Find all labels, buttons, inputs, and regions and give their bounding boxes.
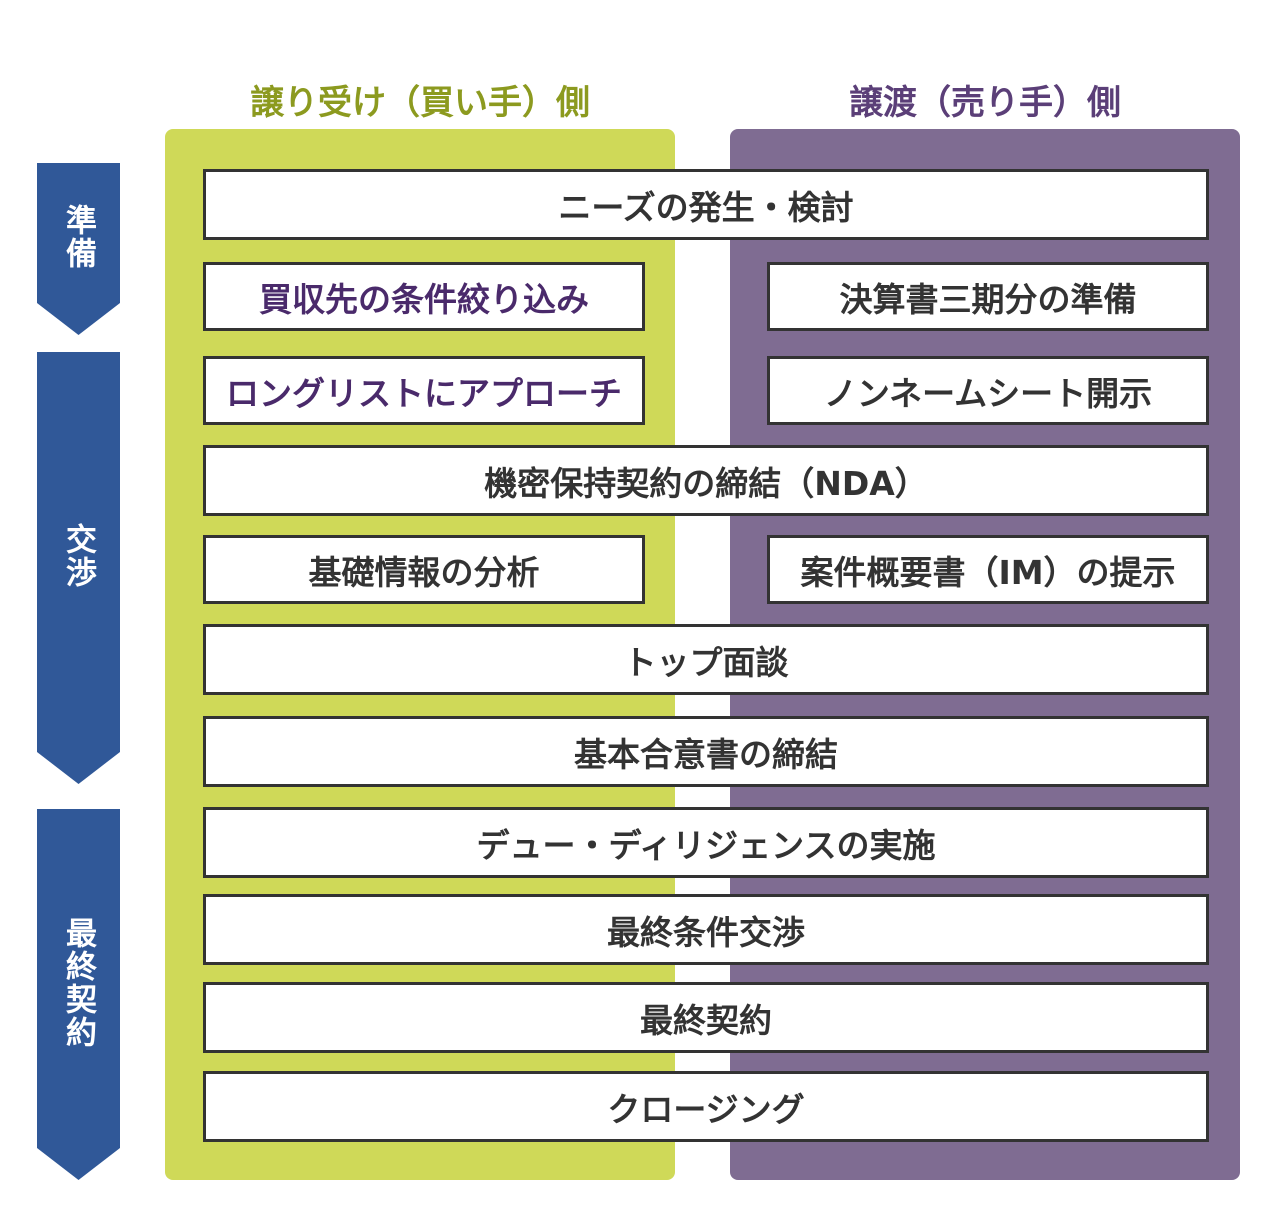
phase-arrow-final-contract: 最終契約 bbox=[37, 809, 120, 1180]
step-longlist-approach: ロングリストにアプローチ bbox=[203, 356, 645, 425]
step-basic-analysis: 基礎情報の分析 bbox=[203, 535, 645, 604]
step-information-memorandum: 案件概要書（IM）の提示 bbox=[767, 535, 1209, 604]
step-loi: 基本合意書の締結 bbox=[203, 716, 1209, 787]
step-final-contract: 最終契約 bbox=[203, 982, 1209, 1053]
phase-label-preparation: 準備 bbox=[60, 204, 96, 270]
step-noname-sheet: ノンネームシート開示 bbox=[767, 356, 1209, 425]
phase-label-negotiation: 交渉 bbox=[60, 523, 96, 589]
phase-label-final-contract: 最終契約 bbox=[60, 916, 96, 1049]
step-narrowing-targets: 買収先の条件絞り込み bbox=[203, 262, 645, 331]
seller-side-title: 譲渡（売り手）側 bbox=[849, 83, 1121, 123]
phase-arrow-preparation: 準備 bbox=[37, 163, 120, 335]
step-top-meeting: トップ面談 bbox=[203, 624, 1209, 695]
step-closing: クロージング bbox=[203, 1071, 1209, 1142]
step-needs: ニーズの発生・検討 bbox=[203, 169, 1209, 240]
step-due-diligence: デュー・ディリジェンスの実施 bbox=[203, 807, 1209, 878]
phase-arrow-negotiation: 交渉 bbox=[37, 352, 120, 784]
step-prepare-financials: 決算書三期分の準備 bbox=[767, 262, 1209, 331]
step-nda: 機密保持契約の締結（NDA） bbox=[203, 445, 1209, 516]
step-final-negotiation: 最終条件交渉 bbox=[203, 894, 1209, 965]
buyer-side-title: 譲り受け（買い手）側 bbox=[250, 83, 590, 123]
